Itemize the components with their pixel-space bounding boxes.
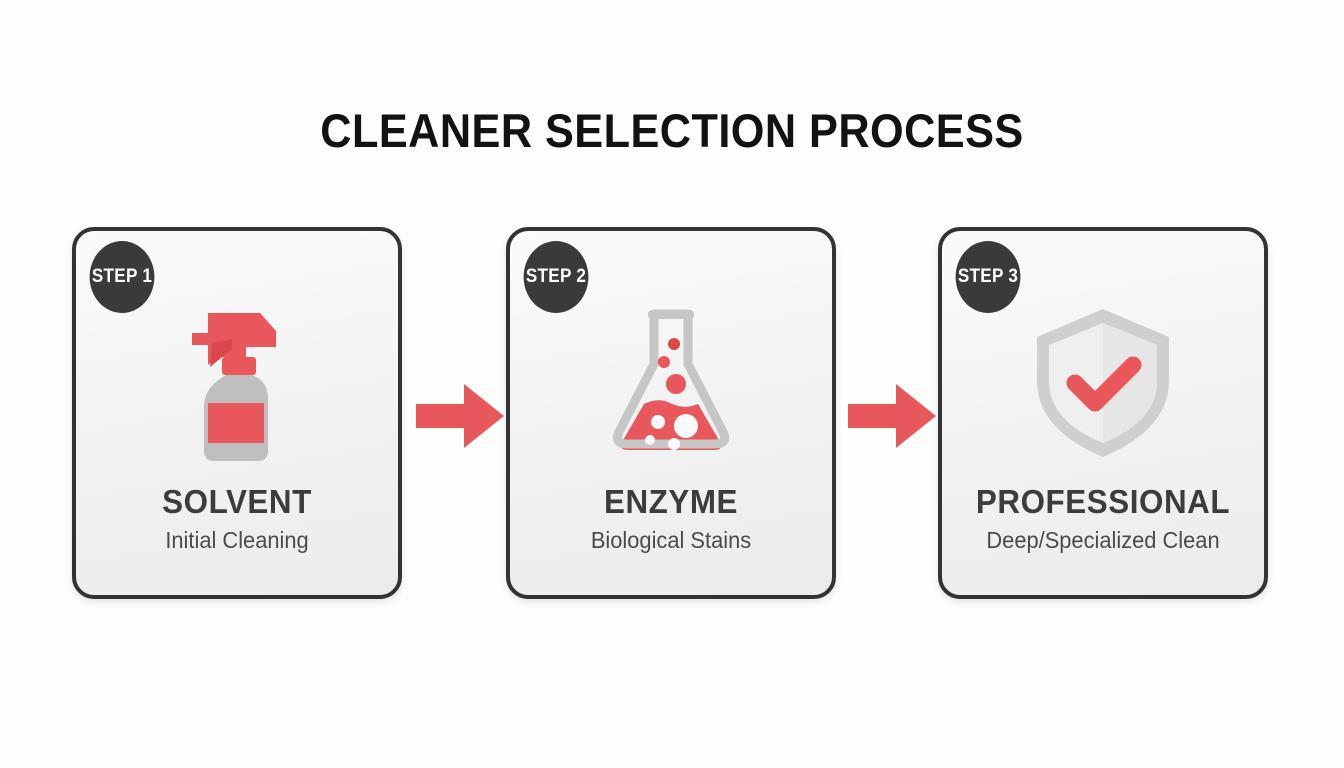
flask-icon <box>510 293 832 473</box>
step-sublabel-2: Biological Stains <box>590 527 752 553</box>
arrow-right-icon <box>416 378 506 454</box>
step-badge-2: STEP 2 <box>523 241 589 313</box>
step-sublabel-1: Initial Cleaning <box>165 527 309 553</box>
page-title: CLEANER SELECTION PROCESS <box>320 104 1024 157</box>
step-label-2: ENZYME <box>603 483 739 520</box>
step-badge-3: STEP 3 <box>955 241 1021 313</box>
spray-bottle-icon <box>76 293 398 473</box>
step-label-3: PROFESSIONAL <box>975 483 1231 520</box>
step-badge-1: STEP 1 <box>89 241 155 313</box>
step-card-solvent[interactable]: STEP 1 SOLVENT Initial Cleaning <box>72 227 402 599</box>
step-sublabel-3: Deep/Specialized Clean <box>986 527 1220 553</box>
shield-check-icon <box>942 293 1264 473</box>
arrow-right-icon <box>848 378 938 454</box>
step-card-enzyme[interactable]: STEP 2 <box>506 227 836 599</box>
step-card-professional[interactable]: STEP 3 PROFESSIONAL Deep/Specialized Cle… <box>938 227 1268 599</box>
steps-row: STEP 1 SOLVENT Initial Cleaning <box>72 227 1272 599</box>
step-label-1: SOLVENT <box>162 483 312 520</box>
